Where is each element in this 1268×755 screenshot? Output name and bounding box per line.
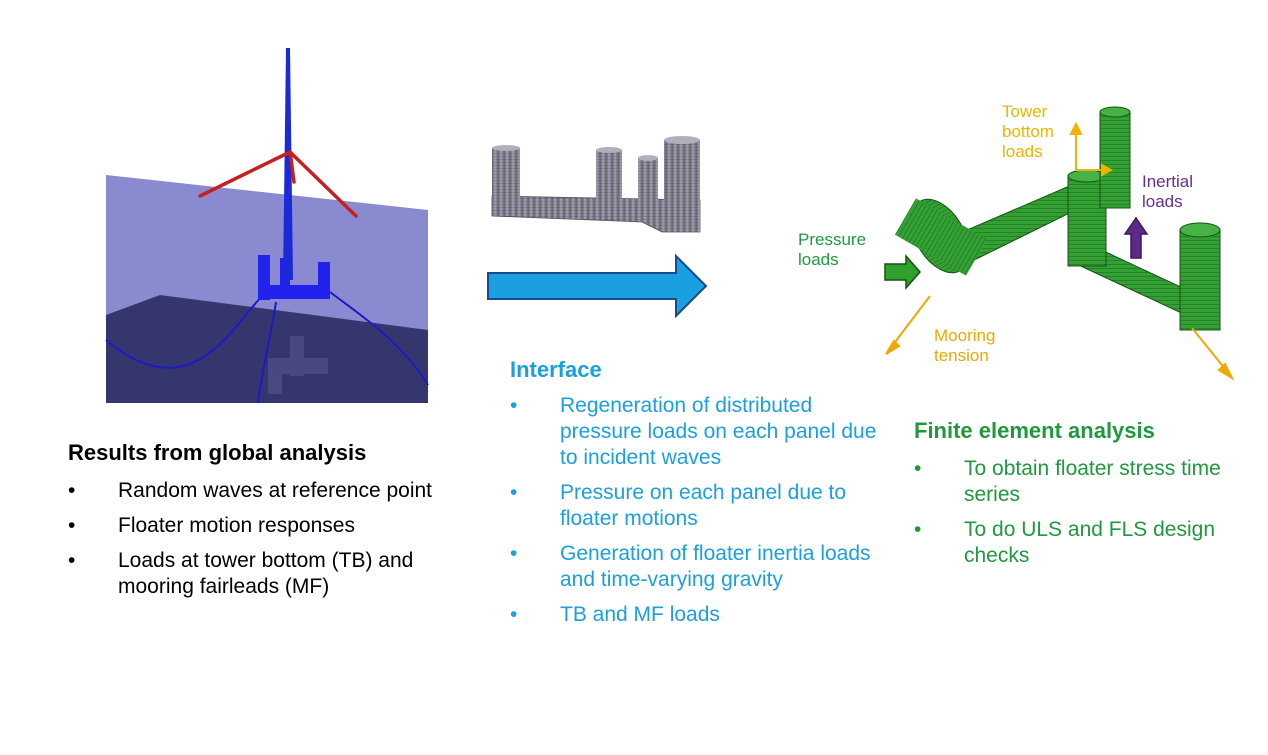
floater-shadow (268, 336, 328, 394)
list-item: To do ULS and FLS design checks (914, 517, 1254, 569)
fea-section: Finite element analysis To obtain floate… (914, 418, 1254, 578)
list-item: Floater motion responses (68, 513, 468, 539)
pressure-load-arrow (884, 254, 921, 290)
mooring-line (257, 301, 277, 404)
inertial-load-arrow (1123, 216, 1149, 259)
rotor-blades (198, 150, 358, 218)
list-item: Loads at tower bottom (TB) and mooring f… (68, 548, 468, 600)
tower (283, 48, 293, 280)
list-item: Pressure on each panel due to floater mo… (510, 480, 880, 532)
mooring-line (329, 291, 429, 386)
interface-title: Interface (510, 357, 602, 382)
global-analysis-section: Results from global analysis Random wave… (68, 440, 468, 609)
mooring-line (105, 295, 263, 369)
list-item: TB and MF loads (510, 602, 880, 628)
list-item: Random waves at reference point (68, 478, 468, 504)
tower-load-arrow (1069, 121, 1114, 177)
list-item: Regeneration of distributed pressure loa… (510, 393, 880, 471)
inertial-loads-label: Inertial loads (1142, 172, 1194, 211)
fea-list: To obtain floater stress time series To … (914, 456, 1254, 569)
pressure-loads-label: Pressure loads (798, 230, 867, 269)
interface-section: Interface Regeneration of distributed pr… (510, 357, 880, 637)
global-analysis-title: Results from global analysis (68, 440, 367, 465)
global-analysis-list: Random waves at reference point Floater … (68, 478, 468, 600)
list-item: Generation of floater inertia loads and … (510, 541, 880, 593)
fea-title: Finite element analysis (914, 418, 1155, 443)
interface-list: Regeneration of distributed pressure loa… (510, 393, 880, 628)
mooring-tension-label: Mooring tension (934, 326, 996, 365)
list-item: To obtain floater stress time series (914, 456, 1254, 508)
tower-bottom-label: Tower bottom loads (1002, 102, 1054, 161)
mooring-tension-arrow (885, 295, 1235, 381)
